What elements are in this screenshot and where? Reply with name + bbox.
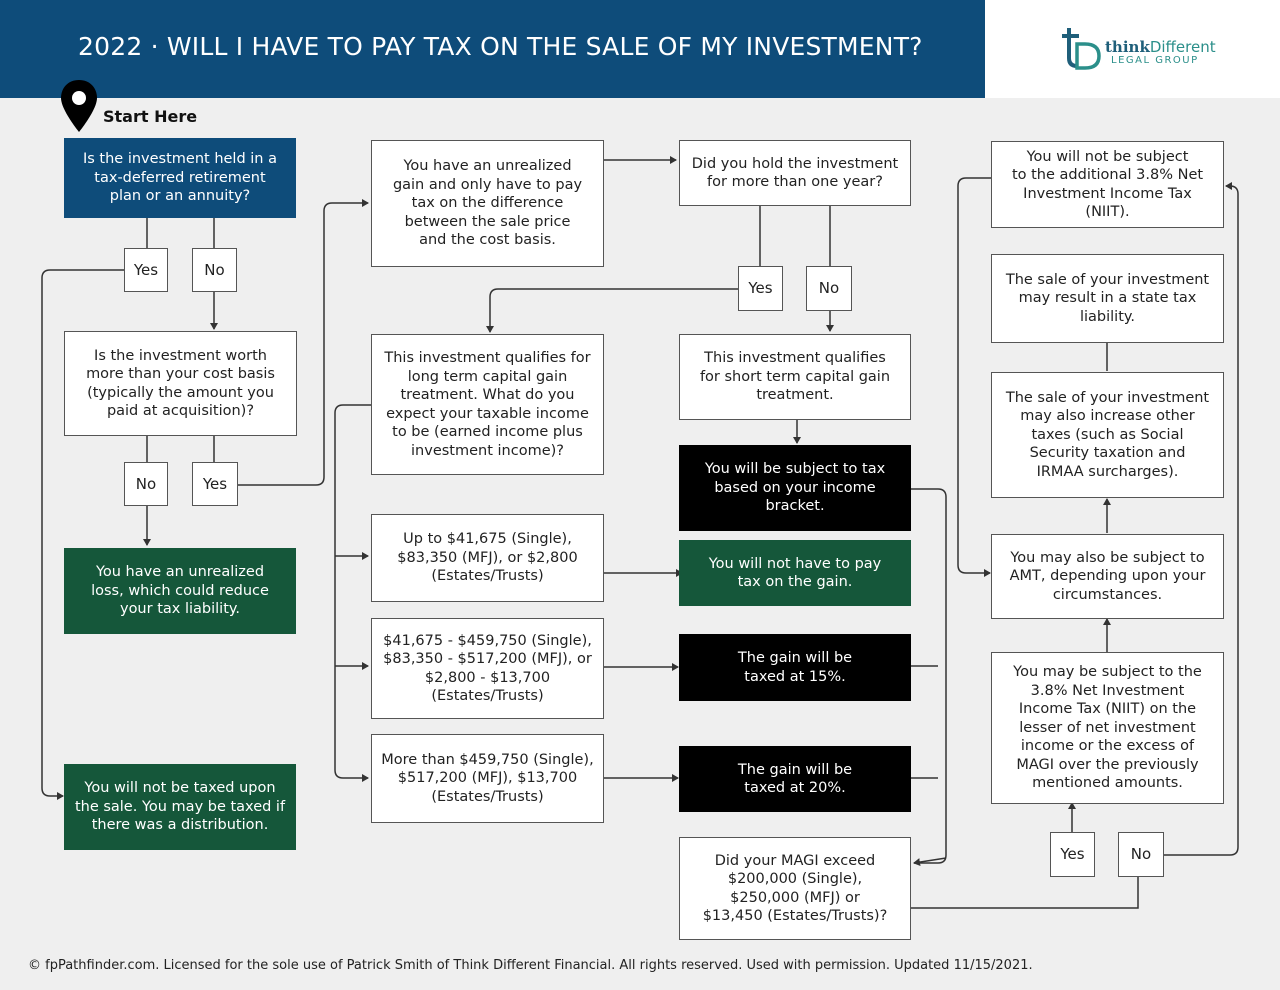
answer-no-one-year: No xyxy=(806,266,852,311)
question-retirement-plan: Is the investment held in a tax-deferred… xyxy=(64,138,296,218)
logo-wordmark: thinkDifferent xyxy=(1105,38,1216,56)
answer-yes-worth: Yes xyxy=(192,462,238,506)
answer-yes-retirement: Yes xyxy=(124,248,168,292)
bracket-low-income: Up to $41,675 (Single), $83,350 (MFJ), o… xyxy=(371,514,604,602)
td-monogram-logo-icon xyxy=(1062,28,1101,70)
answer-no-worth: No xyxy=(124,462,168,506)
logo-think-text: think xyxy=(1105,38,1150,56)
outcome-no-tax: You will not have to pay tax on the gain… xyxy=(679,540,911,606)
answer-yes-magi: Yes xyxy=(1050,832,1095,877)
bracket-mid-income: $41,675 - $459,750 (Single), $83,350 - $… xyxy=(371,618,604,719)
logo-subtitle: LEGAL GROUP xyxy=(1111,55,1199,66)
logo-different-text: Different xyxy=(1149,38,1216,56)
location-pin-icon xyxy=(61,80,97,132)
question-held-over-one-year: Did you hold the investment for more tha… xyxy=(679,140,911,206)
outcome-not-taxed: You will not be taxed upon the sale. You… xyxy=(64,764,296,850)
logo-area: thinkDifferent LEGAL GROUP xyxy=(985,0,1280,98)
info-short-term: This investment qualifies for short term… xyxy=(679,334,911,420)
answer-yes-one-year: Yes xyxy=(738,266,783,311)
footer-copyright: © fpPathfinder.com. Licensed for the sol… xyxy=(28,958,1033,973)
page-title: 2022 · WILL I HAVE TO PAY TAX ON THE SAL… xyxy=(78,32,923,61)
info-amt: You may also be subject to AMT, dependin… xyxy=(991,534,1224,619)
outcome-taxed-20: The gain will be taxed at 20%. xyxy=(679,746,911,812)
info-unrealized-gain: You have an unrealized gain and only hav… xyxy=(371,140,604,267)
info-not-subject-niit: You will not be subject to the additiona… xyxy=(991,141,1224,228)
outcome-income-bracket: You will be subject to tax based on your… xyxy=(679,445,911,531)
header-banner: 2022 · WILL I HAVE TO PAY TAX ON THE SAL… xyxy=(0,0,985,98)
answer-no-retirement: No xyxy=(192,248,237,292)
info-state-tax: The sale of your investment may result i… xyxy=(991,254,1224,343)
answer-no-magi: No xyxy=(1118,832,1164,877)
info-niit: You may be subject to the 3.8% Net Inves… xyxy=(991,652,1224,804)
question-long-term-income: This investment qualifies for long term … xyxy=(371,334,604,475)
outcome-taxed-15: The gain will be taxed at 15%. xyxy=(679,634,911,701)
question-magi-threshold: Did your MAGI exceed $200,000 (Single), … xyxy=(679,837,911,940)
outcome-unrealized-loss: You have an unrealized loss, which could… xyxy=(64,548,296,634)
info-other-taxes: The sale of your investment may also inc… xyxy=(991,372,1224,498)
bracket-high-income: More than $459,750 (Single), $517,200 (M… xyxy=(371,734,604,823)
start-here-label: Start Here xyxy=(103,107,198,126)
question-worth-more-than-basis: Is the investment worth more than your c… xyxy=(64,331,297,436)
